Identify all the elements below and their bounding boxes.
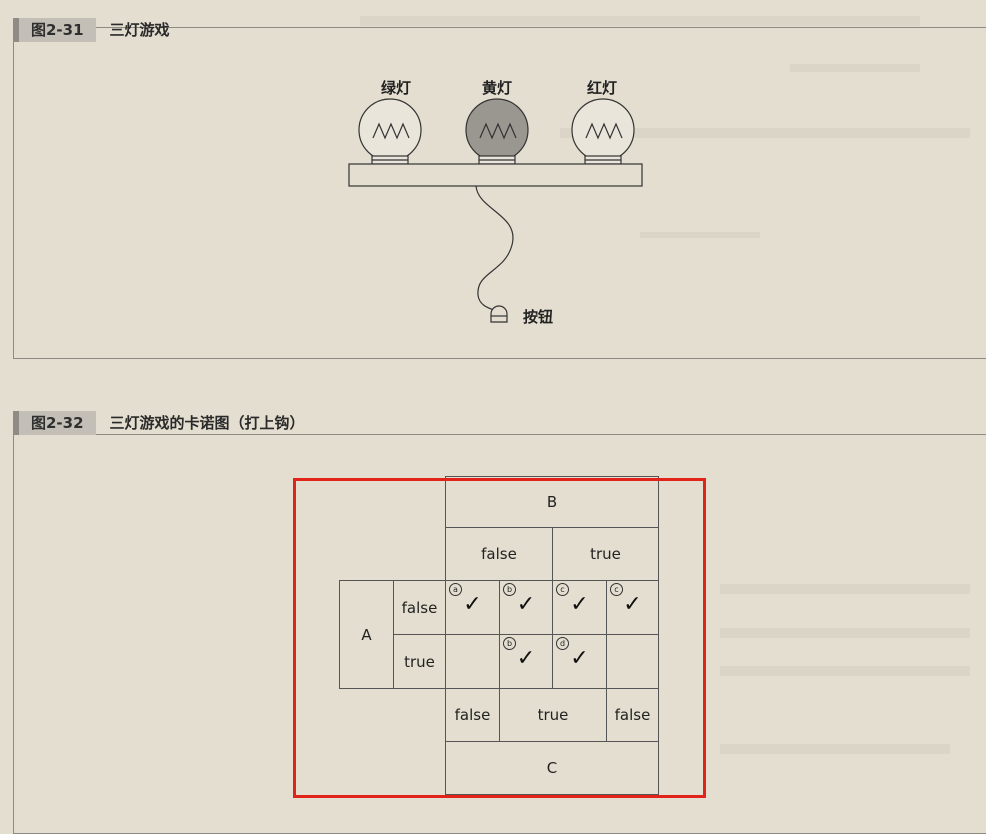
check-icon: ✓: [516, 592, 536, 617]
yellow-lamp-icon: [465, 98, 529, 165]
check-icon: ✓: [623, 592, 642, 617]
figure-2-31-frame: [13, 27, 986, 359]
red-lamp-label: 红灯: [586, 79, 617, 97]
figure-title: 三灯游戏的卡诺图（打上钩）: [109, 414, 305, 432]
green-lamp-label: 绿灯: [380, 79, 411, 97]
check-icon: ✓: [570, 646, 589, 671]
lamp-board: [348, 163, 643, 187]
cell-badge: d: [556, 637, 569, 650]
green-lamp-icon: [358, 98, 422, 165]
bleed-through-text: [720, 584, 970, 594]
figure-2-32-caption: 图2-32 三灯游戏的卡诺图（打上钩）: [13, 409, 305, 436]
cell-badge: b: [503, 583, 516, 596]
bleed-through-text: [720, 628, 970, 638]
button-cord: [475, 185, 514, 311]
bleed-through-text: [720, 666, 970, 676]
bleed-through-text: [790, 64, 920, 72]
button-label: 按钮: [523, 308, 554, 326]
figure-title: 三灯游戏: [109, 21, 170, 39]
check-icon: ✓: [463, 592, 482, 617]
yellow-lamp-label: 黄灯: [481, 79, 512, 97]
three-lamp-device-illustration: [348, 98, 643, 323]
cell-badge: b: [503, 637, 516, 650]
figure-2-31-caption: 图2-31 三灯游戏: [13, 16, 170, 43]
highlight-frame: [293, 478, 706, 798]
caption-bar: [13, 410, 19, 435]
cell-badge: c: [556, 583, 569, 596]
cell-badge: a: [449, 583, 462, 596]
check-icon: ✓: [570, 592, 589, 617]
red-lamp-icon: [571, 98, 635, 165]
bleed-through-text: [560, 128, 970, 138]
figure-number: 图2-31: [19, 17, 96, 42]
bleed-through-text: [640, 232, 760, 238]
kmap-var-c: C: [445, 741, 659, 795]
figure-number: 图2-32: [19, 410, 96, 435]
bleed-through-text: [360, 16, 920, 26]
push-button-icon: [490, 305, 508, 323]
cell-badge: c: [610, 583, 623, 596]
check-icon: ✓: [516, 646, 536, 671]
bleed-through-text: [720, 744, 950, 754]
caption-bar: [13, 17, 19, 42]
kmap-cell: c✓: [606, 580, 659, 635]
